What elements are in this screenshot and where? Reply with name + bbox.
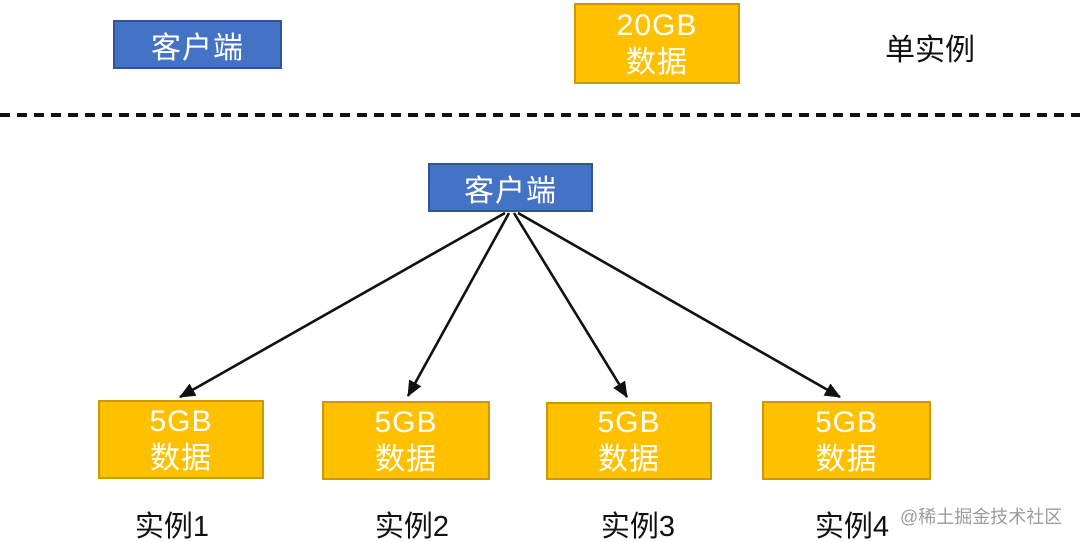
data-box-5gb-4: 5GB 数据: [762, 401, 931, 480]
data-box-5gb-1-line1: 5GB: [149, 404, 213, 438]
arrow-to-instance-1: [179, 211, 506, 399]
client-box-sharded: 客户端: [428, 163, 593, 212]
data-box-5gb-2: 5GB 数据: [322, 401, 490, 480]
data-box-5gb-2-line2: 数据: [375, 442, 437, 476]
watermark: @稀土掘金技术社区: [900, 507, 1063, 527]
arrow-to-instance-3: [512, 212, 629, 398]
client-box-sharded-label: 客户端: [464, 174, 557, 208]
data-box-5gb-1-line2: 数据: [150, 441, 212, 475]
data-box-5gb-3-line2: 数据: [598, 443, 660, 476]
dashed-divider: [0, 113, 1080, 117]
instance-label-3: 实例3: [600, 511, 676, 542]
data-box-5gb-2-line1: 5GB: [374, 405, 438, 439]
data-box-5gb-4-line2: 数据: [815, 442, 878, 476]
instance-label-2: 实例2: [374, 511, 450, 542]
client-box-single: 客户端: [113, 20, 282, 69]
data-box-20gb-line1: 20GB: [616, 8, 698, 42]
client-box-single-label: 客户端: [151, 31, 244, 65]
arrow-to-instance-2: [406, 212, 511, 397]
data-box-5gb-4-line1: 5GB: [814, 405, 879, 439]
data-box-20gb-line2: 数据: [626, 45, 688, 79]
data-box-5gb-1: 5GB 数据: [98, 400, 264, 479]
instance-label-1: 实例1: [134, 511, 210, 542]
data-box-5gb-3-line1: 5GB: [597, 406, 661, 439]
data-box-5gb-3: 5GB 数据: [546, 402, 712, 480]
arrow-to-instance-4: [517, 211, 841, 399]
single-instance-label: 单实例: [885, 34, 975, 67]
instance-label-4: 实例4: [814, 511, 890, 542]
data-box-20gb: 20GB 数据: [574, 3, 740, 84]
